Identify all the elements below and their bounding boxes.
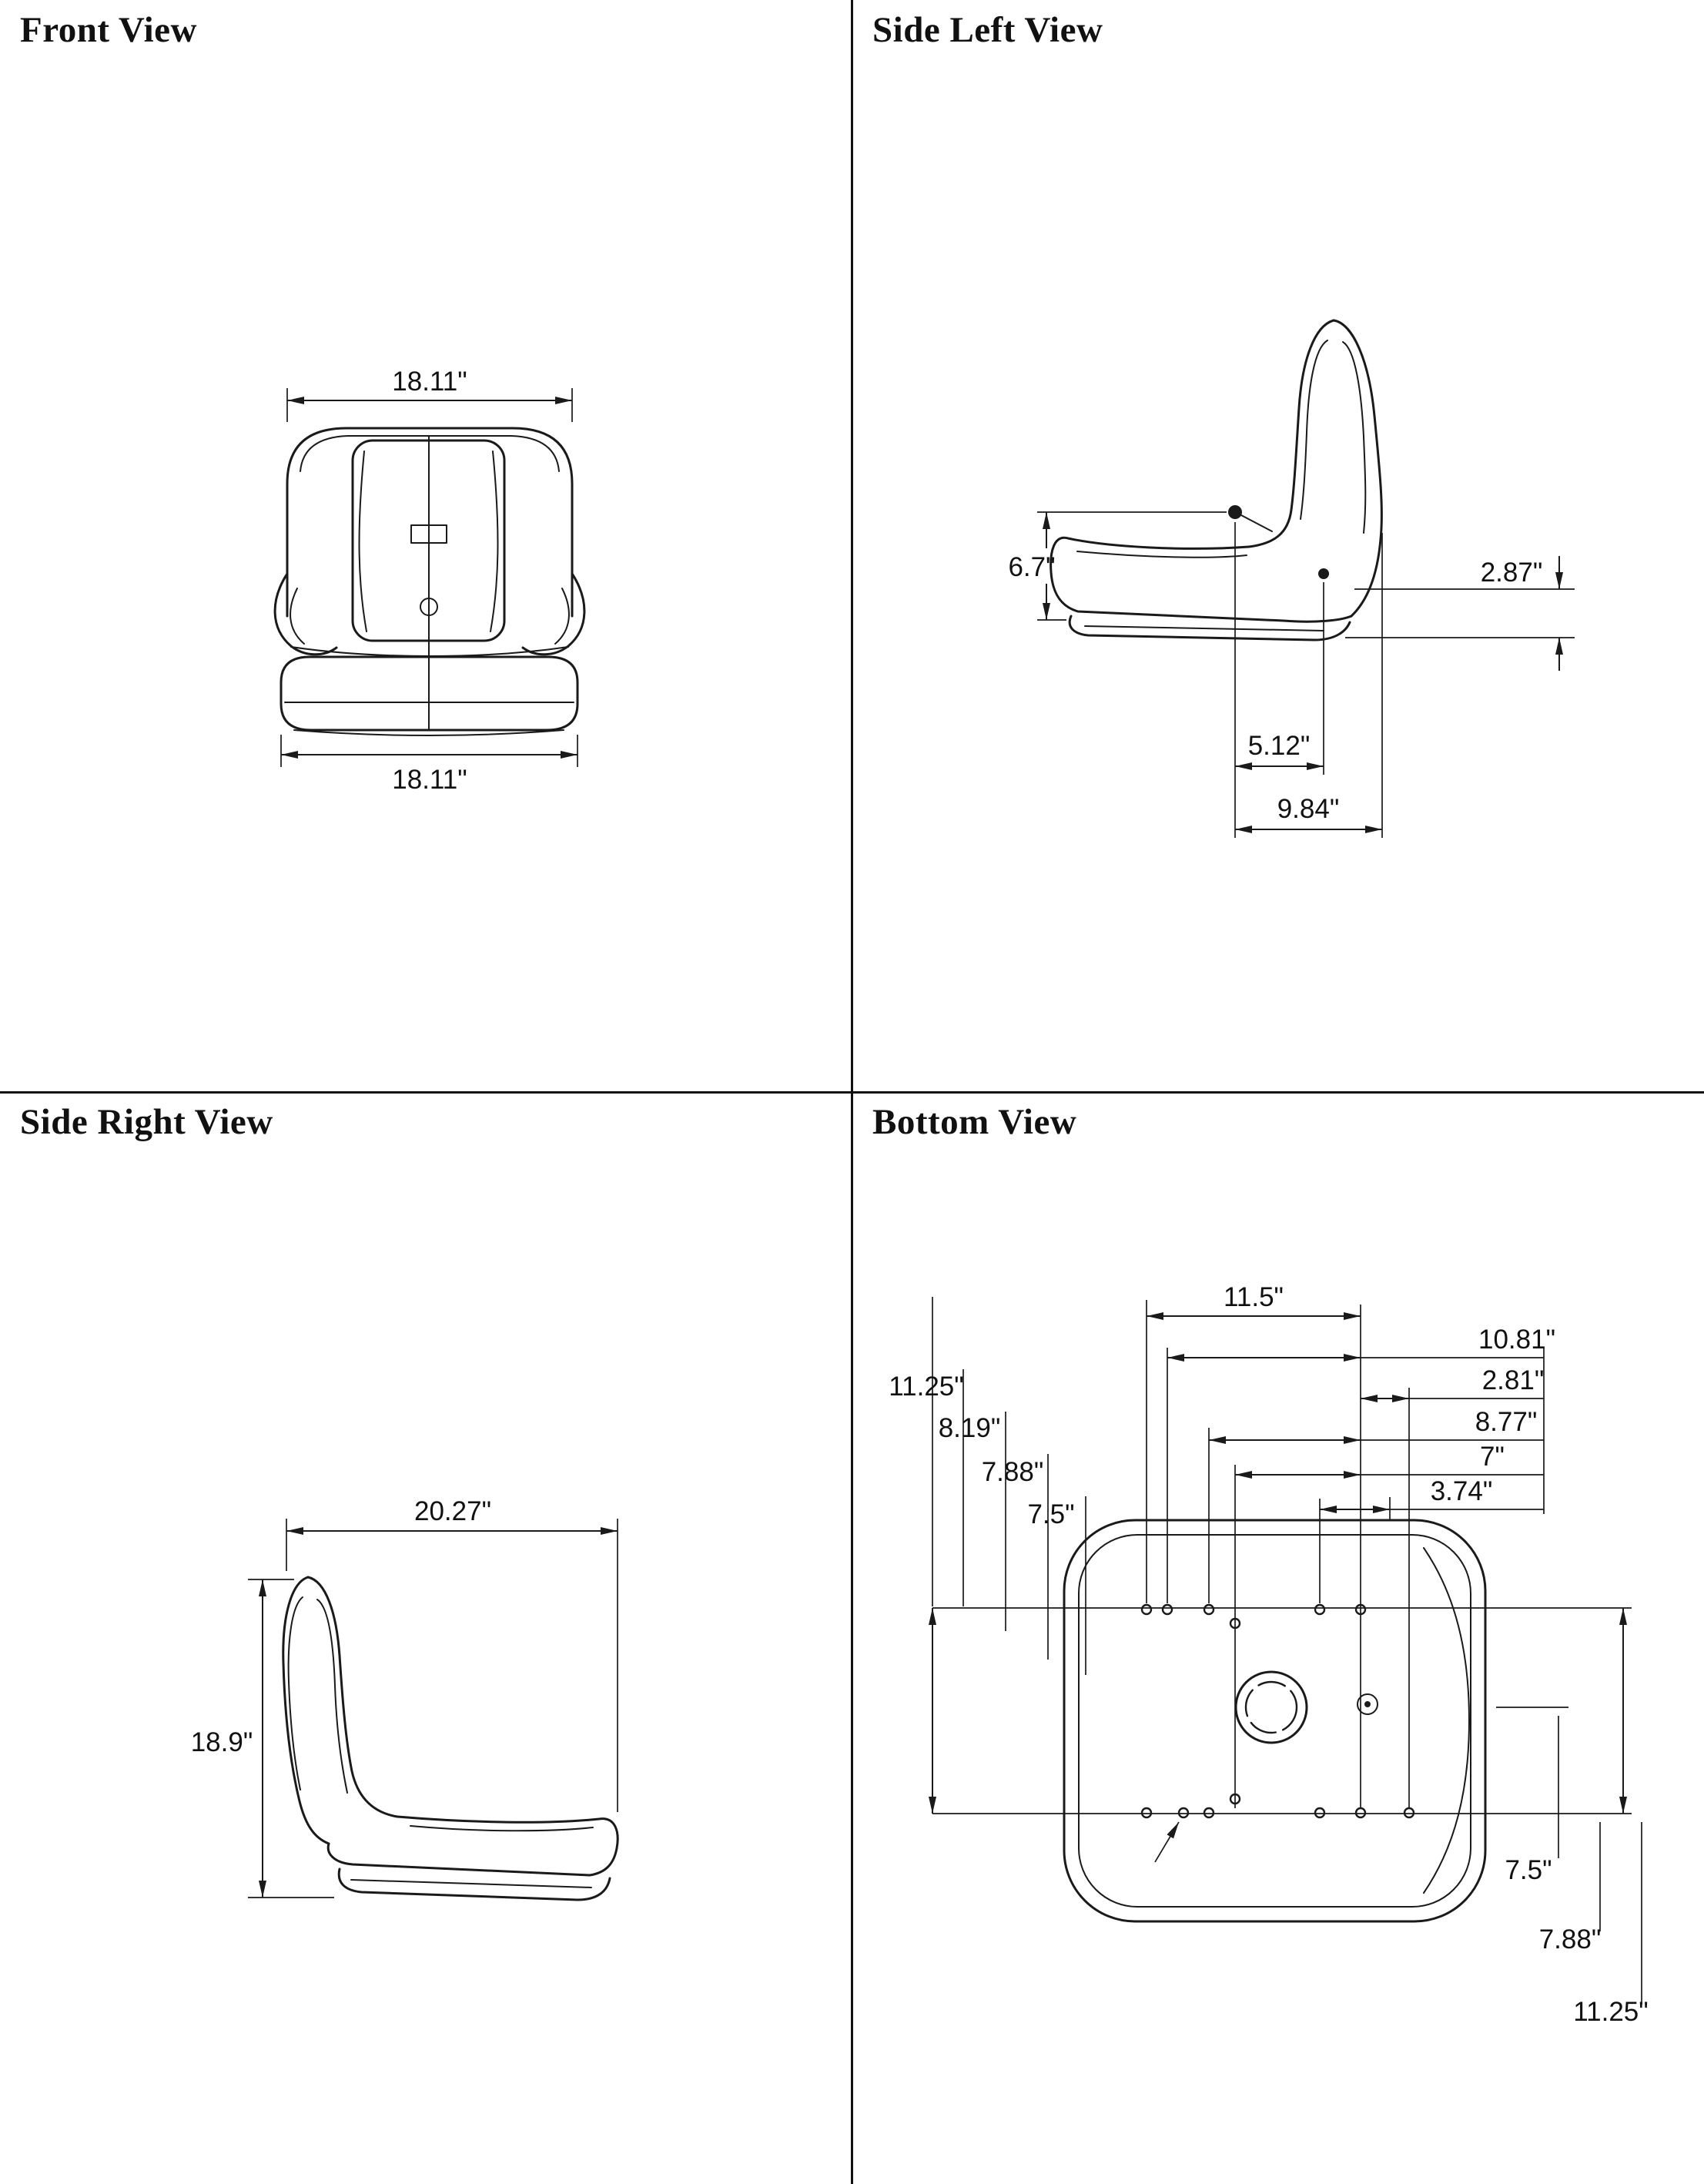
bottom-view-drawing: 11.5" 10.81" 2.81" 8.77" 7" <box>889 1282 1649 2027</box>
side-right-view-title: Side Right View <box>20 1102 273 1142</box>
side-left-view-title: Side Left View <box>872 10 1103 50</box>
bottom-dim-bottom-3-label: 11.25" <box>1573 1997 1648 2027</box>
side-left-pivot-height-label: 6.7" <box>1008 552 1055 582</box>
front-view-title: Front View <box>20 10 197 50</box>
front-view-panel: 18.11" 18.11" Front View <box>0 0 852 1092</box>
side-right-view-panel: 20.27" 18.9" Side Right View <box>0 1092 852 2184</box>
side-left-dim-rear-height: 2.87" <box>1345 556 1575 671</box>
bottom-dim-top-5: 7" <box>1235 1442 1544 1479</box>
side-right-dim-depth: 20.27" <box>286 1496 618 1812</box>
bottom-dim-bottom-2-label: 7.88" <box>1539 1924 1602 1955</box>
front-seat-outline <box>273 427 586 736</box>
bottom-view-title: Bottom View <box>872 1102 1077 1142</box>
front-dim-top-label: 18.11" <box>392 367 467 397</box>
bottom-dim-top-4-label: 8.77" <box>1475 1407 1538 1437</box>
bottom-dim-top-2-label: 10.81" <box>1478 1325 1555 1355</box>
side-left-seat-outline <box>1050 319 1383 641</box>
bottom-dim-left-4-label: 7.5" <box>1027 1499 1074 1529</box>
side-left-dim-base-depth: 9.84" <box>1235 533 1383 838</box>
side-right-dim-height: 18.9" <box>191 1579 334 1898</box>
side-left-dim-pivot-height: 6.7" <box>1008 511 1227 621</box>
bottom-view-panel: 11.5" 10.81" 2.81" 8.77" 7" <box>852 1092 1704 2184</box>
side-left-base-depth-label: 9.84" <box>1277 794 1340 824</box>
side-left-view-panel: 6.7" 2.87" 5.12" 9.84" Side Left View <box>852 0 1704 1092</box>
front-dim-bottom: 18.11" <box>280 735 578 795</box>
bottom-dim-top-1-label: 11.5" <box>1224 1282 1284 1312</box>
bottom-pan-outline <box>1063 1519 1487 1923</box>
bottom-extension-lines <box>932 1297 1642 2005</box>
bottom-dim-top-3-label: 2.81" <box>1482 1365 1545 1395</box>
bottom-dim-left-3-label: 7.88" <box>982 1457 1044 1487</box>
side-right-view-drawing: 20.27" 18.9" <box>191 1496 619 1901</box>
bottom-dim-left-column: 11.25" 8.19" 7.88" 7.5" <box>889 1372 1075 1814</box>
bottom-dim-right-column: 7.5" 7.88" 11.25" <box>1505 1608 1649 2027</box>
side-left-rear-height-label: 2.87" <box>1481 558 1543 588</box>
side-left-pivot-spacing-label: 5.12" <box>1248 731 1311 761</box>
front-view-drawing: 18.11" 18.11" <box>273 367 586 795</box>
bottom-dim-top-5-label: 7" <box>1480 1442 1505 1472</box>
bottom-dim-top-3: 2.81" <box>1361 1365 1545 1402</box>
bottom-dim-left-2-label: 8.19" <box>939 1413 1001 1443</box>
bottom-dim-top-2: 10.81" <box>1167 1325 1555 1362</box>
side-left-dim-pivot-spacing: 5.12" <box>1234 522 1324 838</box>
side-right-height-label: 18.9" <box>191 1727 253 1757</box>
bottom-dim-top-4: 8.77" <box>1209 1407 1544 1444</box>
side-right-depth-label: 20.27" <box>414 1496 491 1526</box>
side-right-seat-outline <box>282 1576 619 1901</box>
side-left-view-drawing: 6.7" 2.87" 5.12" 9.84" <box>1008 319 1575 838</box>
bottom-dim-top-6: 3.74" <box>1320 1476 1544 1513</box>
bottom-dim-bottom-1-label: 7.5" <box>1505 1855 1552 1885</box>
bottom-dim-top-1: 11.5" <box>1147 1282 1361 1320</box>
front-dim-top: 18.11" <box>286 367 573 422</box>
horizontal-divider <box>0 1091 1704 1094</box>
bottom-dim-top-6-label: 3.74" <box>1431 1476 1493 1506</box>
bottom-dim-left-1-label: 11.25" <box>889 1372 963 1402</box>
front-dim-bottom-label: 18.11" <box>392 765 467 795</box>
